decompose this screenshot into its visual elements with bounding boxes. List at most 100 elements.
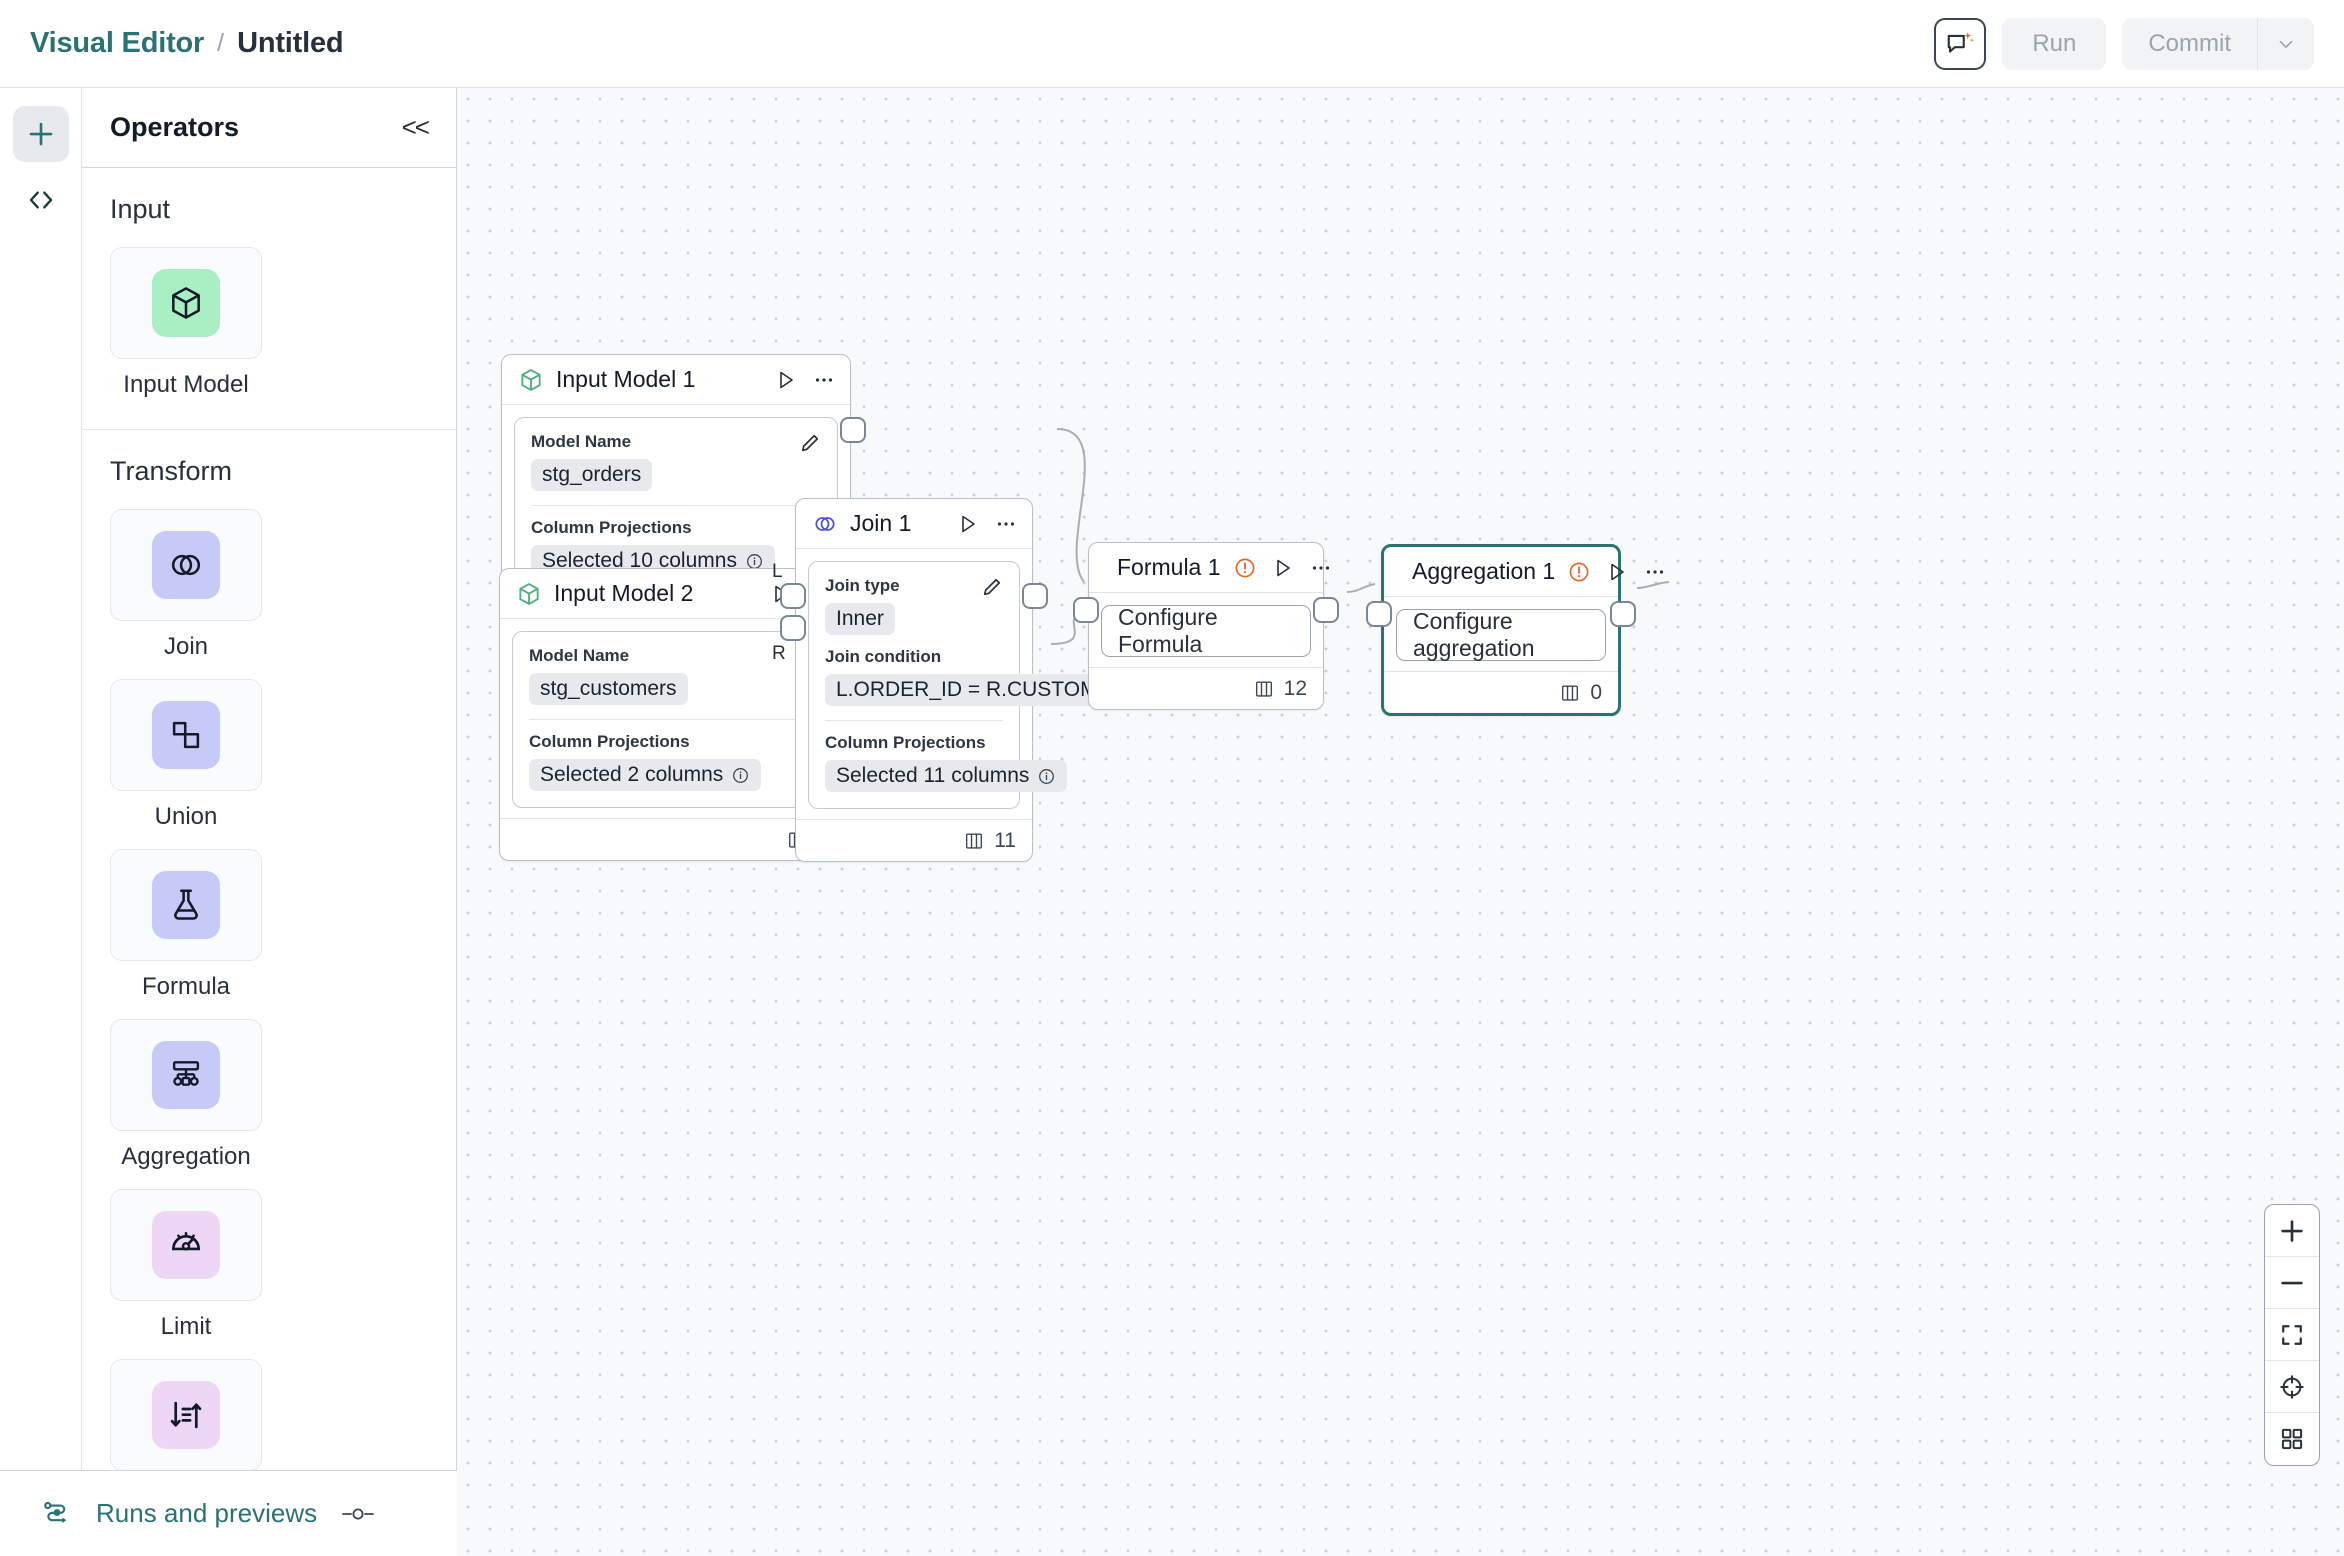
node-output-handle[interactable] [1022,583,1048,609]
flow-canvas[interactable]: Input Model 1 [457,88,2344,1556]
operator-label: Input Model [123,371,249,398]
node-input-handle[interactable] [1073,597,1099,623]
zoom-out-button[interactable] [2265,1257,2319,1309]
node-header: Formula 1 [1089,543,1329,593]
add-operator-button[interactable] [12,106,69,162]
run-button[interactable]: Run [2002,17,2107,70]
warning-circle-icon[interactable] [1567,560,1591,584]
canvas-wrapper: Input Model 1 [457,88,2344,1556]
operator-union[interactable]: Union [110,679,262,831]
info-icon[interactable] [1037,767,1056,786]
info-icon[interactable] [745,552,764,571]
field-value-column-projections[interactable]: Selected 2 columns [529,759,762,791]
field-value-column-projections[interactable]: Selected 11 columns [825,760,1068,792]
gauge-icon [171,1231,201,1251]
operator-icon-bg [152,1211,220,1279]
operator-section-transform: Transform [82,430,456,1470]
play-icon[interactable] [956,512,980,536]
node-header: Aggregation 1 [1384,547,1664,597]
node-body: Model Name stg_customers Column Projecti… [500,619,845,818]
node-output-handle[interactable] [1313,597,1339,623]
operator-icon-bg [152,871,220,939]
operator-label: Join [163,633,209,660]
operator-order[interactable]: Order [110,1359,262,1470]
node-footer: 0 [1384,671,1618,713]
ai-assistant-button[interactable] [1934,17,1987,70]
code-view-button[interactable] [13,172,69,228]
node-input-handle-left[interactable] [780,583,806,609]
info-icon[interactable] [731,766,750,785]
configure-formula-input[interactable]: Configure Formula [1101,604,1311,657]
more-dots-icon[interactable] [1309,556,1333,580]
section-title-input: Input [110,194,171,224]
play-icon[interactable] [774,368,798,392]
node-input-model-2[interactable]: Input Model 2 [499,568,861,861]
operator-icon-bg [152,269,220,337]
pencil-icon[interactable] [980,574,1005,599]
node-input-handle-right[interactable] [780,615,806,641]
toggle-minimap-button[interactable] [2265,1413,2319,1465]
warning-circle-icon[interactable] [1233,556,1257,580]
commit-button[interactable]: Commit [2122,17,2258,70]
operator-tile [110,849,262,961]
more-dots-icon[interactable] [812,368,836,392]
node-output-handle[interactable] [840,417,866,443]
operator-formula[interactable]: Formula [110,849,262,1001]
collapse-panel-button[interactable]: << [401,112,430,142]
play-icon[interactable] [1271,556,1295,580]
breadcrumb-separator: / [217,29,225,57]
node-aggregation-1[interactable]: Aggregation 1 [1366,544,1664,716]
divider [529,719,816,720]
grid-squares-icon [2281,1428,2303,1450]
runs-and-previews-label: Runs and previews [96,1498,318,1528]
operator-limit[interactable]: Limit [110,1189,262,1341]
plus-icon [29,122,52,146]
field-value-join-type[interactable]: Inner [825,603,895,635]
field-value-column-projections[interactable]: Selected 10 columns [531,545,775,577]
column-count: 11 [994,828,1016,852]
chip-text: Selected 11 columns [836,764,1030,787]
header-actions: Run Commit [1934,17,2314,70]
center-view-button[interactable] [2265,1361,2319,1413]
node-header: Join 1 [796,499,1032,549]
field-label-model-name: Model Name [531,432,632,451]
field-value-model-name[interactable]: stg_customers [529,673,688,705]
operator-label: Limit [160,1313,212,1340]
node-input-handle[interactable] [1366,601,1392,627]
field-value-model-name[interactable]: stg_orders [531,459,653,491]
spacer [825,635,1003,647]
chip-text: Selected 10 columns [542,549,737,572]
operator-input-model[interactable]: Input Model [110,247,262,399]
runs-and-previews-bar[interactable]: Runs and previews [0,1470,457,1556]
operator-icon-bg [152,531,220,599]
operator-section-input: Input [82,168,456,430]
commit-dropdown-button[interactable] [2258,17,2314,70]
operator-aggregation[interactable]: Aggregation [110,1019,262,1171]
node-body: Join type Inner Join condition L.ORDER_I… [796,549,1171,819]
node-output-handle[interactable] [1610,601,1636,627]
pencil-icon[interactable] [798,430,823,455]
operator-label: Aggregation [121,1143,251,1170]
operator-join[interactable]: Join [110,509,262,661]
node-join-1[interactable]: Join 1 [772,498,1171,862]
zoom-in-button[interactable] [2265,1205,2319,1257]
breadcrumb-visual-editor[interactable]: Visual Editor [30,27,205,59]
icon-rail [0,88,82,1470]
node-config[interactable]: Model Name stg_customers Column Projecti… [512,631,833,808]
node-formula-1[interactable]: Formula 1 [1073,542,1339,710]
toggle-handle-icon[interactable] [339,1503,383,1525]
canvas-controls [2264,1204,2320,1466]
node-config[interactable]: Model Name stg_orders Column Projections… [514,417,838,594]
more-dots-icon[interactable] [994,512,1018,536]
operator-tile [110,1019,262,1131]
chip-text: Selected 2 columns [540,763,724,786]
node-header: Input Model 1 [502,355,850,405]
more-dots-icon[interactable] [1643,560,1667,584]
play-icon[interactable] [1605,560,1629,584]
configure-aggregation-input[interactable]: Configure aggregation [1396,608,1606,661]
node-config[interactable]: Join type Inner Join condition L.ORDER_I… [808,561,1171,809]
fit-frame-icon [2282,1324,2302,1345]
fit-view-button[interactable] [2265,1309,2319,1361]
operator-label: Formula [141,973,231,1000]
